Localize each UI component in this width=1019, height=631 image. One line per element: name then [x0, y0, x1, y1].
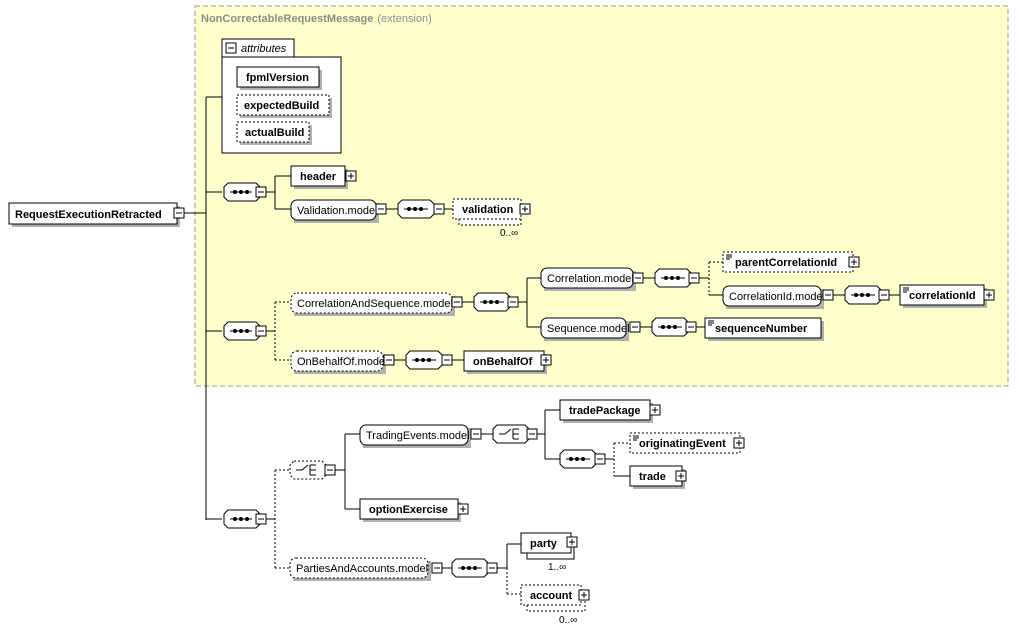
attribute-fpmlversion[interactable] — [236, 66, 320, 88]
parties-sequence-collapse-icon[interactable] — [486, 562, 498, 574]
correlation-id-model-collapse-icon[interactable] — [822, 289, 834, 301]
parties-and-accounts-collapse-icon[interactable] — [431, 562, 443, 574]
on-behalf-of-expand-icon[interactable] — [540, 354, 552, 366]
originating-event-label: originatingEvent — [639, 438, 726, 450]
trade-expand-icon[interactable] — [675, 470, 687, 482]
cas-sequence-collapse-icon[interactable] — [507, 296, 519, 308]
attribute-expectedbuild-label: expectedBuild — [244, 100, 319, 112]
correlation-id-model-label: CorrelationId.model — [729, 291, 825, 303]
sequence-number-element[interactable] — [704, 317, 822, 339]
attributes-title: attributes — [241, 43, 287, 55]
sequence-3-collapse-icon[interactable] — [255, 513, 267, 525]
attribute-actualbuild[interactable] — [236, 121, 310, 143]
party-expand-icon[interactable] — [566, 536, 578, 548]
attributes-tab — [221, 38, 295, 58]
sequence-model-compositor-collapse-icon[interactable] — [685, 321, 697, 333]
sequence-2-collapse-icon[interactable] — [255, 325, 267, 337]
correlation-and-sequence-label: CorrelationAndSequence.model — [297, 298, 453, 310]
sequence-number-label: sequenceNumber — [715, 323, 808, 335]
parties-and-accounts-label: PartiesAndAccounts.model — [296, 563, 428, 575]
choice-compositor-1[interactable] — [289, 460, 327, 480]
trade-package-label: tradePackage — [569, 405, 641, 417]
trading-events-model-group[interactable] — [359, 424, 469, 446]
trading-events-model-collapse-icon[interactable] — [470, 428, 482, 440]
header-element[interactable] — [290, 165, 346, 187]
on-behalf-of-model-collapse-icon[interactable] — [383, 354, 395, 366]
parent-correlation-id-expand-icon[interactable] — [848, 256, 860, 268]
attributes-collapse-icon[interactable] — [225, 42, 237, 54]
sequence-1-collapse-icon[interactable] — [255, 186, 267, 198]
parent-correlation-id-label: parentCorrelationId — [735, 257, 837, 269]
validation-cardinality: 0..∞ — [500, 228, 518, 239]
on-behalf-of-model-group[interactable] — [290, 350, 384, 372]
sequence-model-group[interactable] — [540, 317, 627, 339]
attribute-expectedbuild[interactable] — [236, 94, 330, 116]
sequence-model-label: Sequence.model — [547, 323, 630, 335]
validation-sequence-collapse-icon[interactable] — [433, 203, 445, 215]
attribute-actualbuild-label: actualBuild — [245, 127, 304, 139]
correlation-id-model-group[interactable] — [722, 285, 822, 307]
root-element-label: RequestExecutionRetracted — [15, 209, 162, 221]
choice-compositor-2[interactable] — [492, 424, 530, 444]
attribute-fpmlversion-label: fpmlVersion — [246, 72, 309, 84]
trading-sequence-collapse-icon[interactable] — [594, 453, 606, 465]
validation-expand-icon[interactable] — [519, 203, 531, 215]
choice-1-collapse-icon[interactable] — [324, 464, 336, 476]
header-expand-icon[interactable] — [345, 170, 357, 182]
correlation-id-expand-icon[interactable] — [983, 289, 995, 301]
on-behalf-of-sequence-collapse-icon[interactable] — [441, 354, 453, 366]
validation-model-label: Validation.model — [297, 205, 378, 217]
account-expand-icon[interactable] — [578, 589, 590, 601]
trade-package-expand-icon[interactable] — [649, 404, 661, 416]
correlation-id-label: correlationId — [909, 290, 976, 302]
option-exercise-expand-icon[interactable] — [457, 503, 469, 515]
header-label: header — [300, 171, 337, 183]
correlation-model-collapse-icon[interactable] — [632, 272, 644, 284]
party-label: party — [530, 538, 558, 550]
root-collapse-icon[interactable] — [173, 207, 185, 219]
party-cardinality: 1..∞ — [548, 562, 566, 573]
trade-label: trade — [639, 471, 666, 483]
correlation-and-sequence-collapse-icon[interactable] — [451, 296, 463, 308]
correlation-and-sequence-model[interactable] — [290, 292, 453, 314]
correlation-id-sequence-collapse-icon[interactable] — [878, 289, 890, 301]
extension-title: NonCorrectableRequestMessage(extension) — [201, 13, 432, 25]
validation-model-collapse-icon[interactable] — [375, 203, 387, 215]
validation-label: validation — [462, 204, 514, 216]
option-exercise-label: optionExercise — [369, 504, 448, 516]
on-behalf-of-model-label: OnBehalfOf.model — [297, 356, 388, 368]
parties-and-accounts-model-group[interactable] — [289, 557, 429, 579]
correlation-sequence-collapse-icon[interactable] — [688, 272, 700, 284]
correlation-model-label: Correlation.model — [547, 273, 634, 285]
account-label: account — [530, 590, 573, 602]
choice-2-collapse-icon[interactable] — [526, 428, 538, 440]
originating-event-expand-icon[interactable] — [733, 437, 745, 449]
account-cardinality: 0..∞ — [559, 615, 577, 626]
on-behalf-of-label: onBehalfOf — [473, 356, 533, 368]
sequence-model-collapse-icon[interactable] — [629, 321, 641, 333]
trading-events-model-label: TradingEvents.model — [366, 430, 470, 442]
